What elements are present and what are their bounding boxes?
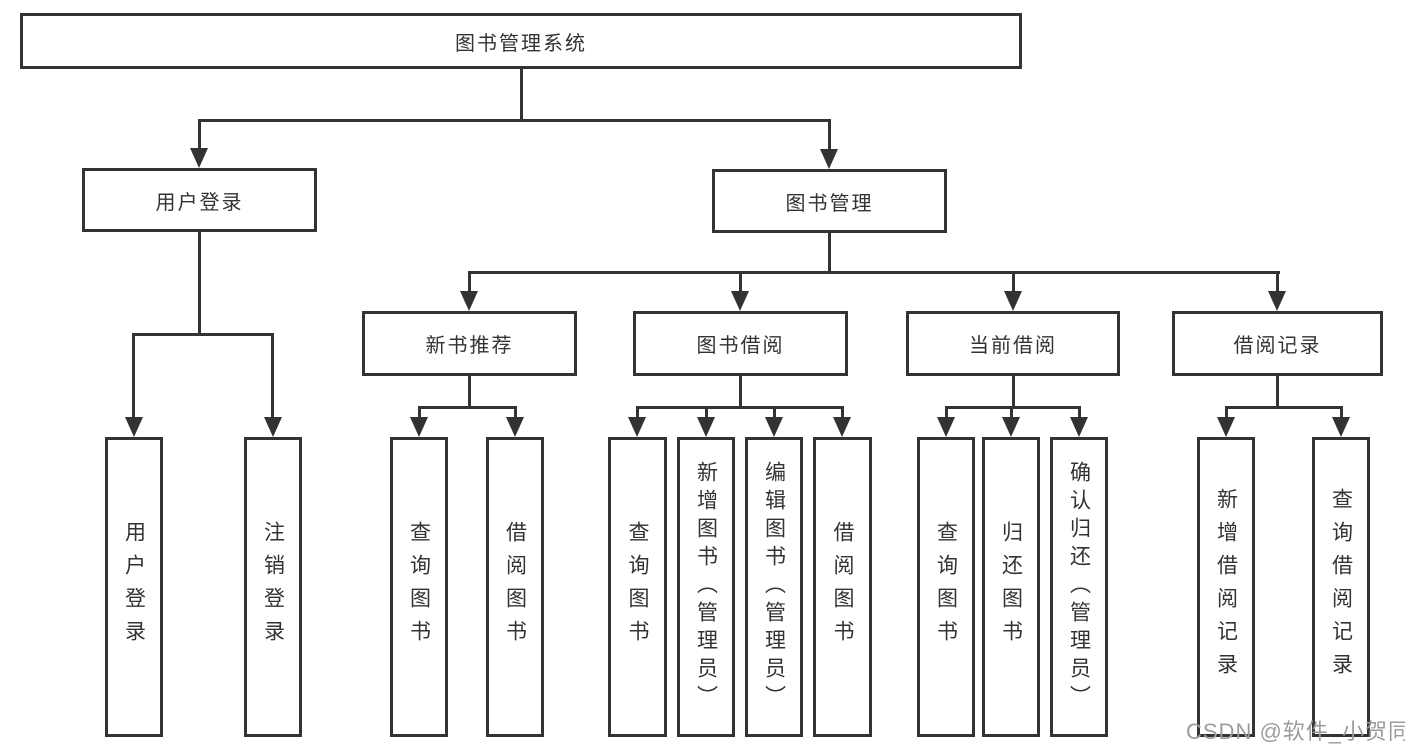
arrowhead-down-icon [264,417,282,437]
csdn-watermark: CSDN @软件_小贺同学 [1186,719,1405,744]
connector-group-rail [636,406,843,409]
connector-stem [828,119,831,150]
connector-group-drop [1276,376,1279,409]
arrowhead-down-icon [1004,291,1022,311]
arrowhead-down-icon [937,417,955,437]
connector-stem [773,406,776,419]
arrowhead-down-icon [833,417,851,437]
connector-group-rail [1225,406,1342,409]
connector-mgmt-drop [828,233,831,274]
connector-stem [1276,271,1279,293]
connector-group-drop [739,376,742,409]
leaf-logout: 注销登录 [244,437,302,737]
connector-stem [841,406,844,419]
connector-user-drop [198,232,201,336]
connector-stem [468,271,471,293]
leaf-label: 借阅图书 [831,521,854,653]
connector-user-rail [132,333,273,336]
leaf-label: 查询借阅记录 [1329,488,1353,686]
arrowhead-down-icon [1268,291,1286,311]
leaf-label: 编辑图书（管理员） [762,461,786,713]
connector-stem [198,119,201,150]
connector-stem [418,406,421,419]
leaf-query-book-2: 查询图书 [608,437,667,737]
arrowhead-down-icon [628,417,646,437]
leaf-label: 新增借阅记录 [1214,488,1238,686]
leaf-query-book-1: 查询图书 [390,437,448,737]
leaf-label: 新增图书（管理员） [694,461,718,713]
leaf-user-login: 用户登录 [105,437,163,737]
connector-group-drop [468,376,471,409]
node-root: 图书管理系统 [20,13,1022,69]
leaf-label: 归还图书 [999,521,1023,653]
leaf-confirm-return-admin: 确认归还（管理员） [1050,437,1108,737]
leaf-return-book: 归还图书 [982,437,1040,737]
leaf-query-borrow-record: 查询借阅记录 [1312,437,1370,737]
leaf-label: 借阅图书 [503,521,527,653]
leaf-add-borrow-record: 新增借阅记录 [1197,437,1255,737]
leaf-query-book-3: 查询图书 [917,437,975,737]
connector-stem [514,406,517,419]
connector-stem [739,271,742,293]
leaf-label: 确认归还（管理员） [1067,461,1091,713]
leaf-add-book-admin: 新增图书（管理员） [677,437,735,737]
connector-group-rail [418,406,517,409]
arrowhead-down-icon [820,149,838,169]
node-book-borrow: 图书借阅 [633,311,848,376]
node-borrow-record: 借阅记录 [1172,311,1383,376]
arrowhead-down-icon [410,417,428,437]
node-user-login-branch: 用户登录 [82,168,317,232]
arrowhead-down-icon [460,291,478,311]
connector-stem [1010,406,1013,419]
arrowhead-down-icon [125,417,143,437]
arrowhead-down-icon [1002,417,1020,437]
leaf-label: 查询图书 [934,521,958,653]
arrowhead-down-icon [506,417,524,437]
connector-root-rail [198,119,831,122]
arrowhead-down-icon [1332,417,1350,437]
connector-stem [636,406,639,419]
leaf-label: 查询图书 [407,521,431,653]
connector-group-drop [1012,376,1015,409]
leaf-label: 用户登录 [122,521,146,653]
connector-mgmt-rail [468,271,1280,274]
node-current-borrow: 当前借阅 [906,311,1120,376]
connector-stem [945,406,948,419]
leaf-borrow-book-1: 借阅图书 [486,437,544,737]
leaf-edit-book-admin: 编辑图书（管理员） [745,437,803,737]
arrowhead-down-icon [190,148,208,168]
node-new-book-recommend: 新书推荐 [362,311,577,376]
leaf-label: 查询图书 [626,521,649,653]
connector-stem [132,333,135,419]
connector-stem [1012,271,1015,293]
leaf-borrow-book-2: 借阅图书 [813,437,872,737]
leaf-label: 注销登录 [261,521,285,653]
connector-stem [271,333,274,419]
arrowhead-down-icon [697,417,715,437]
connector-root-drop [520,69,523,120]
node-book-management-branch: 图书管理 [712,169,947,233]
connector-stem [705,406,708,419]
connector-stem [1078,406,1081,419]
arrowhead-down-icon [1070,417,1088,437]
arrowhead-down-icon [731,291,749,311]
connector-stem [1225,406,1228,419]
arrowhead-down-icon [1217,417,1235,437]
connector-stem [1340,406,1343,419]
arrowhead-down-icon [765,417,783,437]
